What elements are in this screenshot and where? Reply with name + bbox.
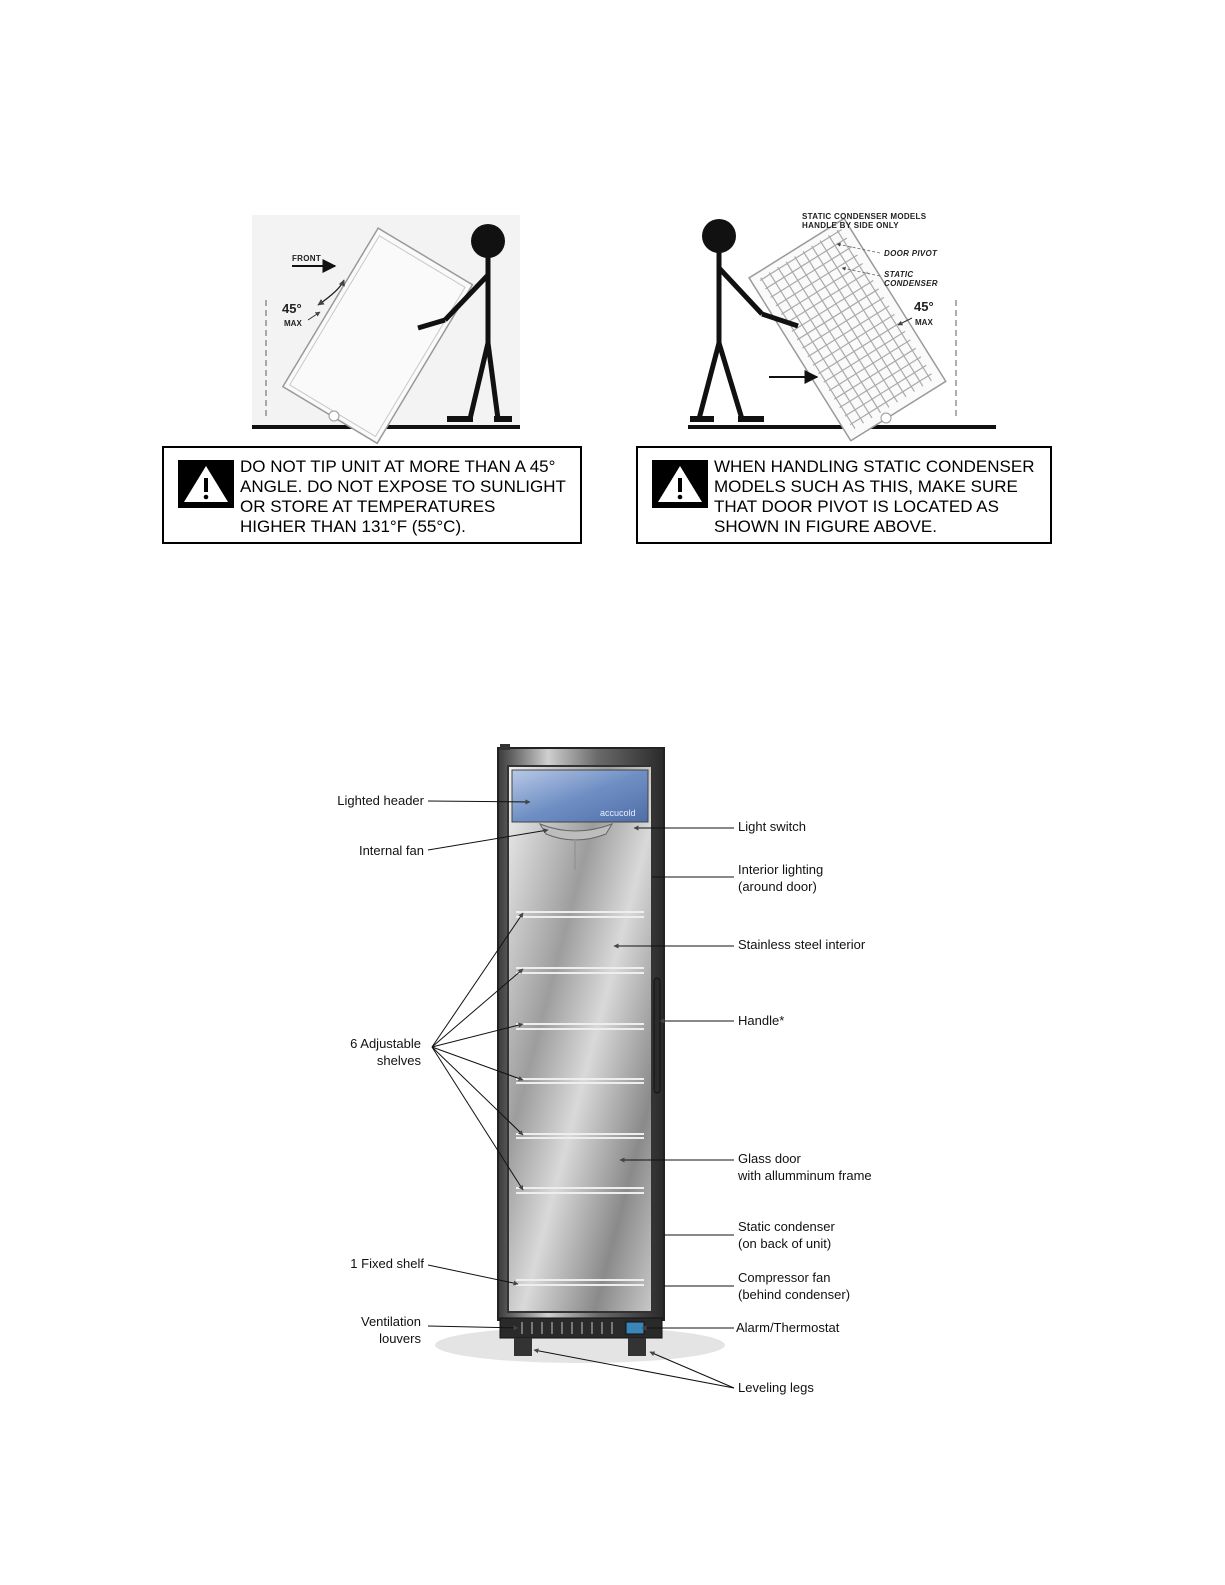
callout-adjustable-shelves: 6 Adjustable shelves	[350, 1036, 421, 1068]
max-label: MAX	[284, 319, 302, 328]
internal-fan	[538, 822, 614, 841]
warning-box-static-condenser: WHEN HANDLING STATIC CONDENSER MODELS SU…	[636, 446, 1052, 544]
callout-handle: Handle*	[738, 1013, 785, 1028]
warning-text: WHEN HANDLING STATIC CONDENSER MODELS SU…	[714, 457, 1035, 536]
callout-interior-lighting: Interior lighting (around door)	[738, 862, 824, 894]
leveling-leg	[628, 1338, 646, 1356]
callout-compressor-fan: Compressor fan (behind condenser)	[738, 1270, 851, 1302]
static-condenser-figure	[688, 217, 996, 442]
lighted-header	[511, 769, 649, 823]
warning-triangle-icon	[652, 460, 708, 508]
callout-glass-door: Glass door with allumminum frame	[738, 1151, 872, 1183]
callout-light-switch: Light switch	[738, 819, 806, 834]
door-pivot-label: DOOR PIVOT	[884, 249, 938, 258]
refrigerator-diagram	[427, 744, 735, 1389]
shelves	[516, 911, 644, 1286]
callout-stainless-interior: Stainless steel interior	[738, 937, 866, 952]
callout-alarm-thermostat: Alarm/Thermostat	[736, 1320, 840, 1335]
warning-box-tipping: DO NOT TIP UNIT AT MORE THAN A 45° ANGLE…	[162, 446, 582, 544]
warning-text: DO NOT TIP UNIT AT MORE THAN A 45° ANGLE…	[240, 457, 566, 536]
max-label: MAX	[915, 318, 933, 327]
static-condenser-header-label: STATIC CONDENSER MODELS HANDLE BY SIDE O…	[802, 212, 927, 230]
warning-triangle-icon	[178, 460, 234, 508]
stick-figure	[690, 219, 799, 422]
door-handle	[653, 977, 661, 1094]
alarm-thermostat-display	[625, 1321, 645, 1335]
angle-label: 45°	[282, 301, 302, 316]
callout-internal-fan: Internal fan	[358, 843, 424, 858]
callout-static-condenser: Static condenser (on back of unit)	[738, 1219, 835, 1251]
tilted-cabinet-with-condenser	[748, 217, 947, 442]
leveling-leg	[514, 1338, 532, 1356]
callout-lighted-header: Lighted header	[337, 793, 424, 808]
stick-figure	[417, 224, 512, 422]
glass-door	[507, 765, 653, 1313]
callout-ventilation-louvers: Ventilation louvers	[361, 1314, 421, 1346]
static-condenser-label: STATIC CONDENSER	[884, 270, 938, 288]
front-label: FRONT	[292, 254, 322, 263]
tipping-figure	[252, 215, 520, 445]
brand-logo: accucold	[600, 808, 636, 818]
callout-fixed-shelf: 1 Fixed shelf	[350, 1256, 424, 1271]
callout-leveling-legs: Leveling legs	[738, 1380, 814, 1395]
angle-label: 45°	[914, 299, 934, 314]
